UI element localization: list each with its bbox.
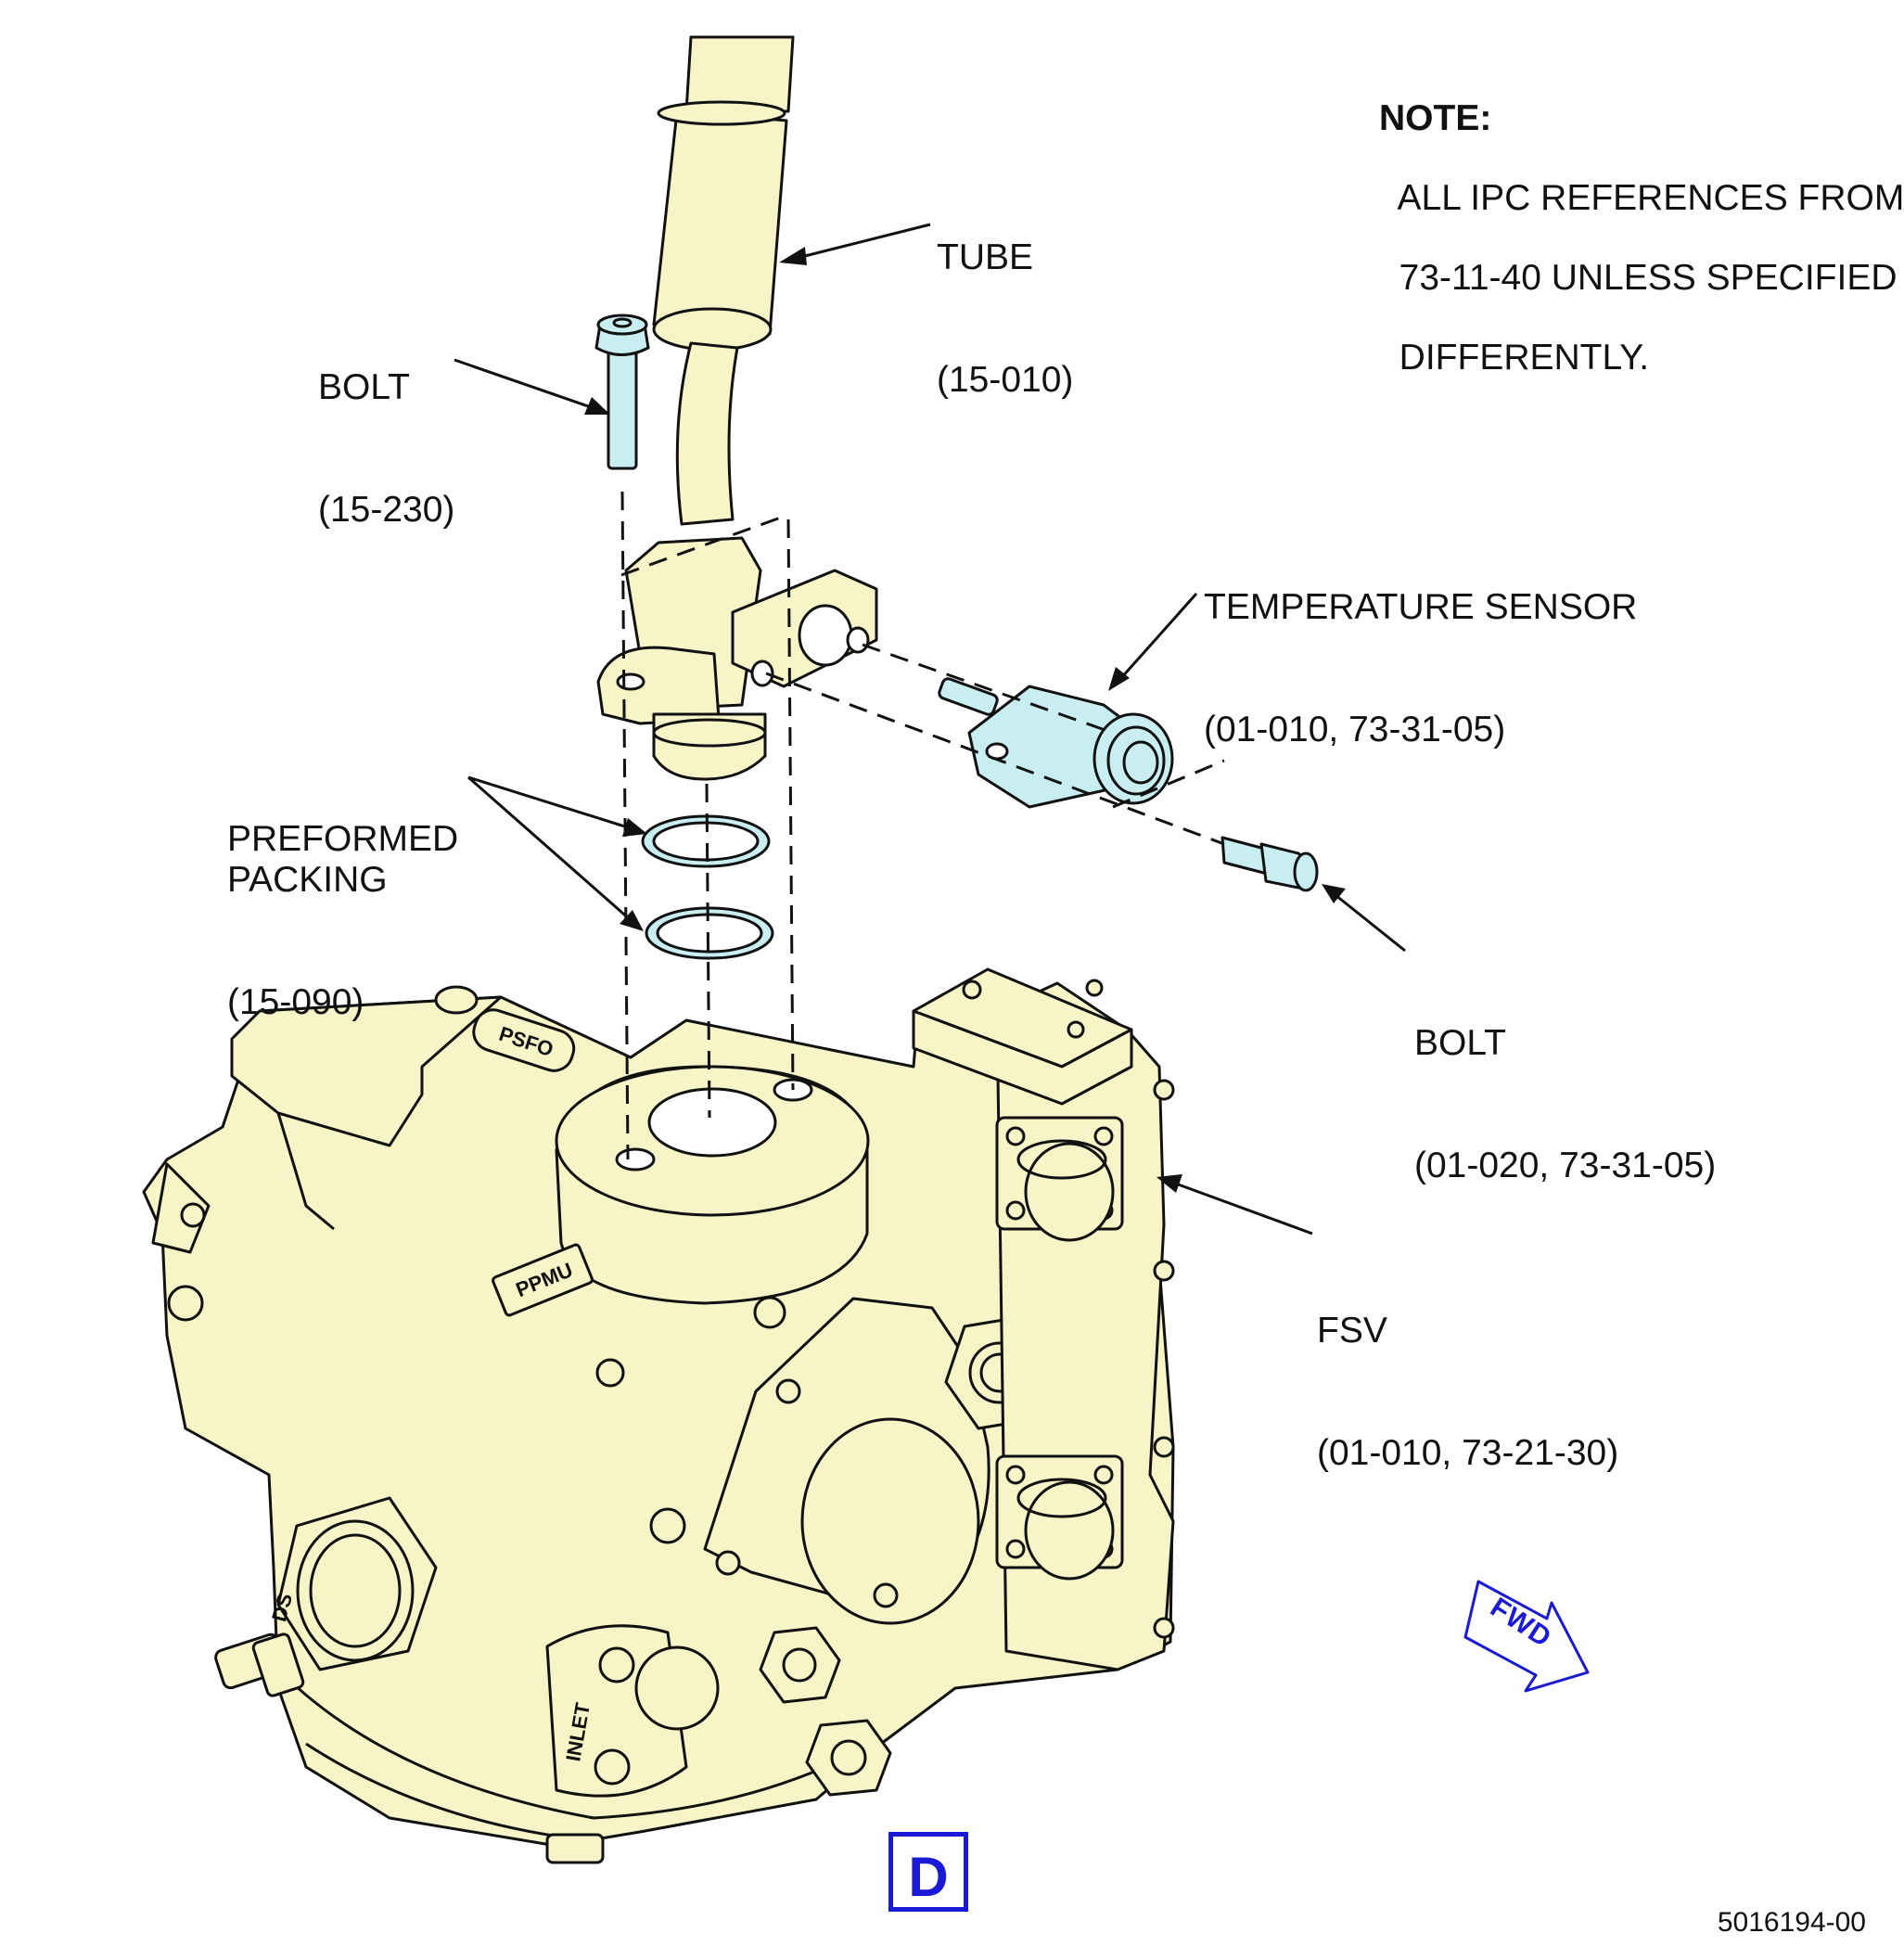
callout-bolt-top-name: BOLT [318, 367, 410, 407]
callout-temperature-sensor-ref: (01-010, 73-31-05) [1204, 710, 1506, 749]
bolt-01-020 [1220, 836, 1319, 892]
callout-fsv: FSV (01-010, 73-21-30) [1317, 1229, 1618, 1515]
callout-bolt-sensor: BOLT (01-020, 73-31-05) [1414, 941, 1716, 1227]
note-line-2: 73-11-40 UNLESS SPECIFIED [1399, 258, 1898, 298]
figure-id: 5016194-00 [1717, 1907, 1866, 1938]
pump-body: PSFO PPMU DS INLET [142, 967, 1175, 1864]
note-line-1: ALL IPC REFERENCES FROM [1397, 178, 1904, 218]
callout-fsv-name: FSV [1317, 1311, 1387, 1351]
callout-preformed-packing: PREFORMED PACKING (15-090) [227, 737, 458, 1064]
callout-temperature-sensor-name: TEMPERATURE SENSOR [1204, 587, 1638, 627]
callout-preformed-packing-name: PREFORMED PACKING [227, 819, 459, 900]
callout-temperature-sensor: TEMPERATURE SENSOR (01-010, 73-31-05) [1204, 506, 1637, 791]
leader-lines [454, 223, 1406, 1235]
note-line-3: DIFFERENTLY. [1399, 338, 1650, 378]
callout-tube: TUBE (15-010) [937, 156, 1073, 442]
callout-bolt-sensor-name: BOLT [1414, 1023, 1506, 1063]
temperature-sensor [938, 677, 1174, 809]
callout-bolt-sensor-ref: (01-020, 73-31-05) [1414, 1146, 1717, 1185]
callout-fsv-ref: (01-010, 73-21-30) [1317, 1433, 1619, 1473]
note-block: NOTE: ALL IPC REFERENCES FROM 73-11-40 U… [1379, 19, 1904, 378]
callout-bolt-top: BOLT (15-230) [318, 286, 454, 571]
note-heading: NOTE: [1379, 98, 1492, 138]
fwd-arrow-icon [1463, 1580, 1590, 1693]
callout-tube-ref: (15-010) [937, 360, 1074, 400]
view-letter-box: D [888, 1832, 968, 1912]
callout-bolt-top-ref: (15-230) [318, 490, 455, 530]
callout-preformed-packing-ref: (15-090) [227, 982, 364, 1022]
tube-assembly [596, 35, 878, 781]
callout-tube-name: TUBE [937, 237, 1034, 277]
bolt-15-230 [594, 314, 650, 470]
preformed-packings [641, 814, 774, 960]
